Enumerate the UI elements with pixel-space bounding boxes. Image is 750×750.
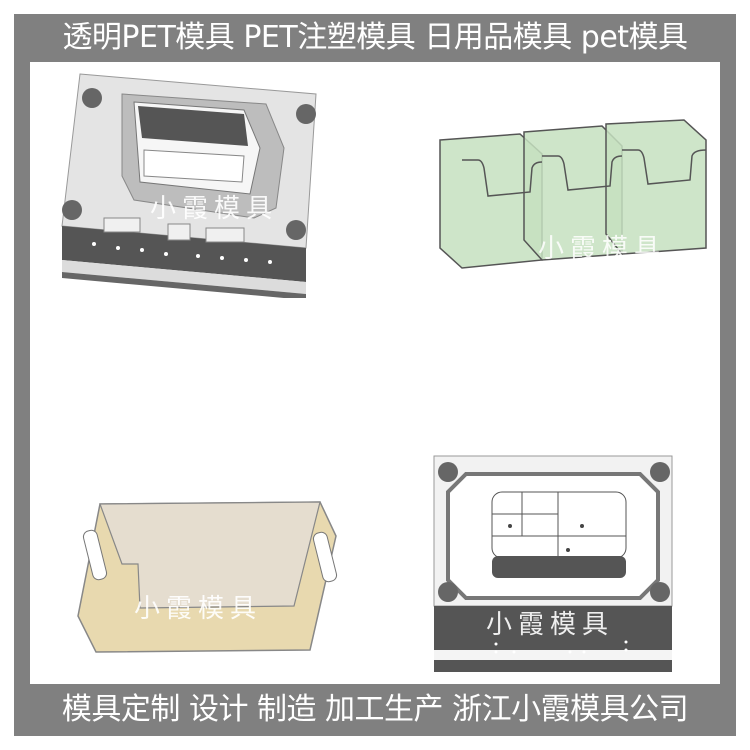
green-bins-illustration: [439, 119, 707, 269]
content-area: 小霞模具 小霞模具: [30, 62, 720, 684]
mold-image-bottom-right: 小霞模具: [430, 454, 680, 682]
mold-illustration: [61, 73, 317, 300]
watermark: 小霞模具: [134, 594, 263, 624]
green-bins-image: 小霞模具: [420, 110, 720, 280]
footer-text: 模具定制 设计 制造 加工生产 浙江小霞模具公司: [61, 692, 689, 727]
frame: 透明PET模具 PET注塑模具 日用品模具 pet模具 小霞模具: [14, 14, 736, 736]
watermark: 小霞模具: [538, 234, 667, 264]
header-title: 透明PET模具 PET注塑模具 日用品模具 pet模具: [62, 20, 688, 55]
mold-top-view-illustration: [433, 455, 673, 672]
amber-box-illustration: [77, 501, 338, 653]
amber-box-image: 小霞模具: [74, 474, 344, 684]
mold-image-top-left: 小霞模具: [44, 68, 334, 300]
watermark: 小霞模具: [486, 610, 615, 640]
watermark: 小霞模具: [150, 194, 279, 224]
